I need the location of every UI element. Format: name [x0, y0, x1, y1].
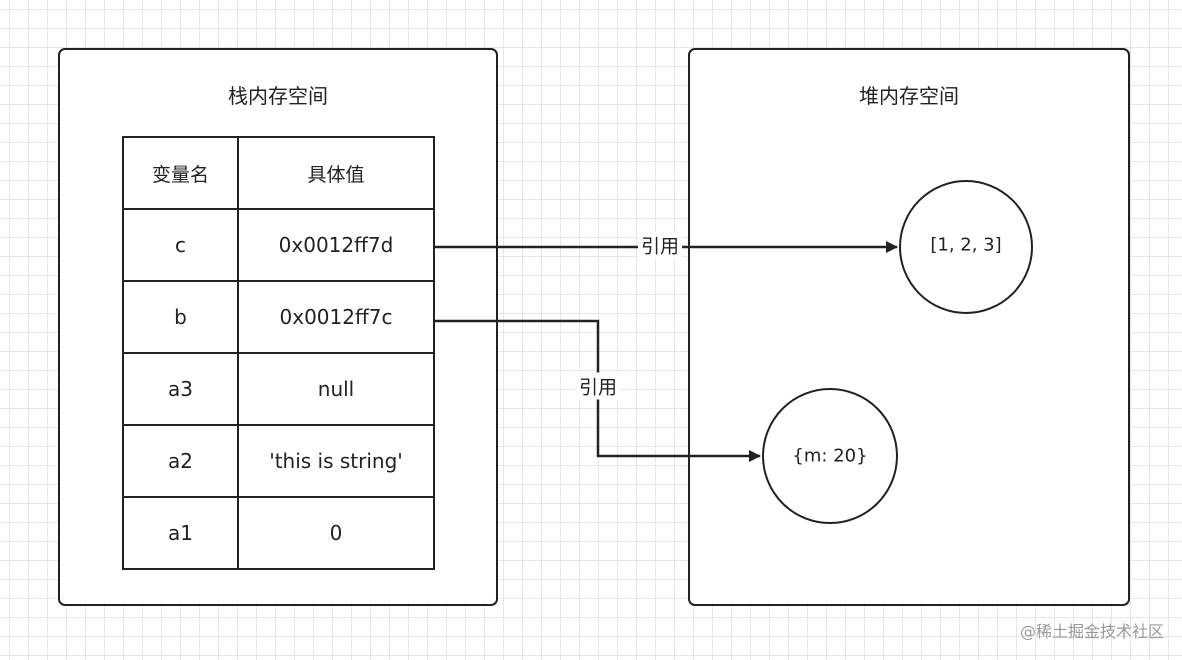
- variable-value-cell: 0: [237, 496, 435, 570]
- heap-object-map-label: {m: 20}: [792, 445, 868, 467]
- variable-table: 变量名 具体值 c 0x0012ff7d b 0x0012ff7c a3 nul…: [122, 136, 435, 570]
- heap-object-array-label: [1, 2, 3]: [930, 234, 1002, 256]
- table-header-row: 变量名 具体值: [122, 136, 435, 210]
- heap-memory-panel: 堆内存空间: [688, 48, 1130, 606]
- variable-value-cell: 0x0012ff7c: [237, 280, 435, 354]
- table-row: a3 null: [122, 352, 435, 426]
- stack-memory-title: 栈内存空间: [228, 84, 328, 108]
- table-row: a1 0: [122, 496, 435, 570]
- variable-name-cell: b: [122, 280, 239, 354]
- variable-name-cell: a3: [122, 352, 239, 426]
- table-row: a2 'this is string': [122, 424, 435, 498]
- variable-value-cell: null: [237, 352, 435, 426]
- variable-name-cell: a1: [122, 496, 239, 570]
- heap-object-map-node: [762, 388, 898, 524]
- variable-name-cell: a2: [122, 424, 239, 498]
- reference-label-b: 引用: [575, 372, 621, 400]
- watermark: @稀土掘金技术社区: [1019, 622, 1164, 641]
- reference-label-c: 引用: [637, 231, 683, 259]
- variable-value-cell: 0x0012ff7d: [237, 208, 435, 282]
- variable-name-cell: c: [122, 208, 239, 282]
- header-variable-name: 变量名: [122, 136, 239, 210]
- table-row: b 0x0012ff7c: [122, 280, 435, 354]
- table-row: c 0x0012ff7d: [122, 208, 435, 282]
- header-value: 具体值: [237, 136, 435, 210]
- variable-value-cell: 'this is string': [237, 424, 435, 498]
- heap-object-array-node: [899, 180, 1033, 314]
- heap-memory-title: 堆内存空间: [859, 84, 959, 108]
